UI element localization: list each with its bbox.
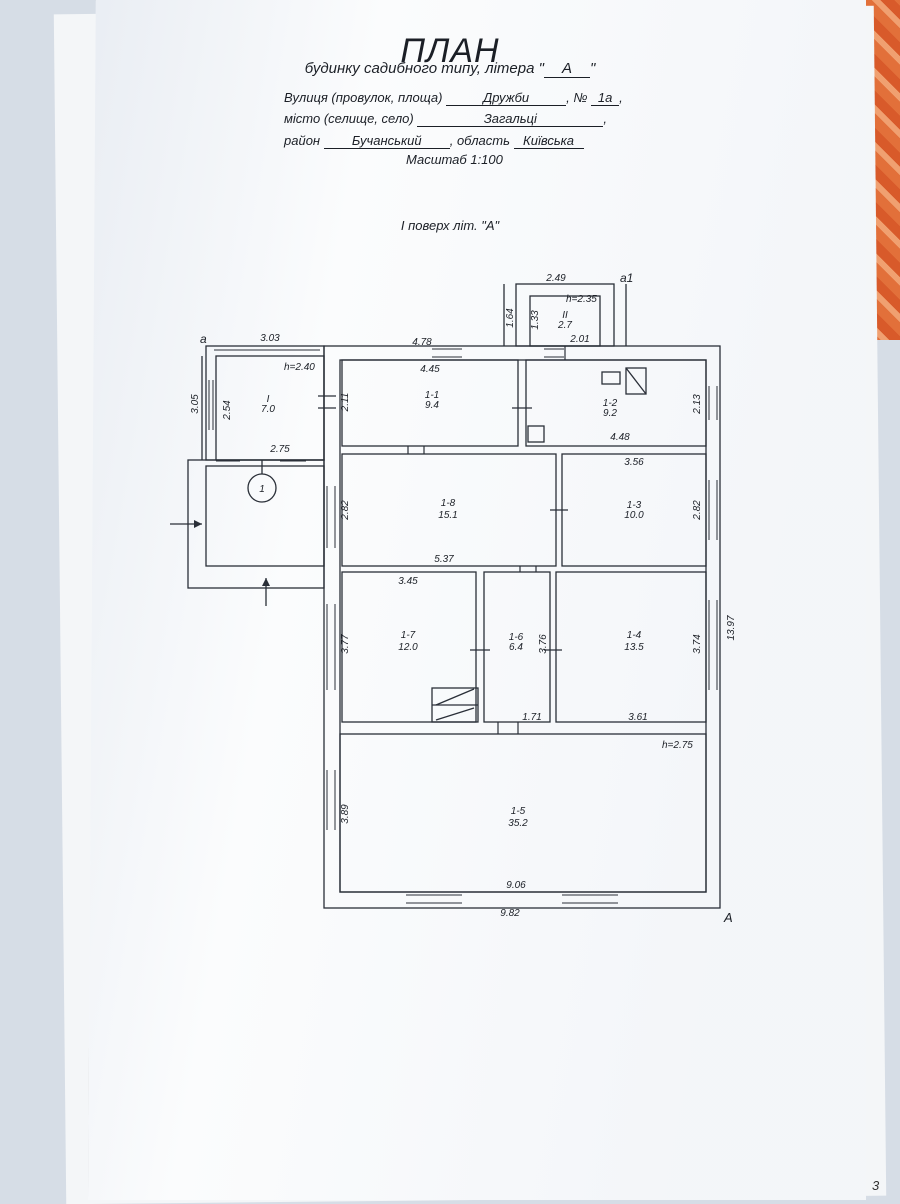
street-label: Вулиця (провулок, площа): [284, 90, 443, 105]
dim-2-13: 2.13: [692, 394, 703, 415]
region-label: область: [456, 133, 510, 148]
room-1-5-id: 1-5: [511, 806, 526, 817]
city-line: місто (селище, село) Загальці,: [284, 111, 607, 127]
room-1-7-id: 1-7: [401, 630, 416, 641]
dim-3-77: 3.77: [340, 634, 351, 654]
number-label: №: [573, 90, 588, 105]
dim-3-56: 3.56: [624, 457, 644, 468]
room-1-5-area: 35.2: [508, 818, 528, 829]
height-annex: h=2.35: [566, 294, 597, 305]
subtitle-suffix: ": [589, 60, 596, 77]
number-value: 1а: [591, 90, 620, 106]
scale-label: Масштаб 1:100: [406, 152, 503, 167]
room-1-6-id: 1-6: [509, 632, 524, 643]
dim-9-06: 9.06: [506, 880, 526, 891]
dim-3-76: 3.76: [538, 634, 549, 654]
district-line: район Бучанський, область Київська: [284, 133, 584, 149]
dim-3-03: 3.03: [260, 333, 280, 344]
dim-3-61: 3.61: [628, 712, 647, 723]
dim-3-89: 3.89: [340, 804, 351, 824]
room-1-2-area: 9.2: [603, 408, 617, 419]
room-II-area: 2.7: [557, 320, 572, 331]
dim-4-45: 4.45: [420, 364, 440, 375]
dim-2-82-left: 2.82: [340, 500, 351, 521]
room-II-id: II: [562, 310, 568, 321]
room-1-7-area: 12.0: [398, 642, 418, 653]
circle-label: 1: [259, 484, 265, 495]
room-1-8-area: 15.1: [438, 510, 457, 521]
dim-2-49: 2.49: [545, 273, 566, 284]
dim-2-75: 2.75: [269, 444, 290, 455]
height-veranda: h=2.40: [284, 362, 315, 373]
litera-value: А: [543, 60, 590, 78]
room-I-id: I: [267, 394, 270, 405]
room-1-1-id: 1-1: [425, 390, 439, 401]
marker-a: а: [200, 332, 207, 346]
district-label: район: [284, 133, 321, 148]
room-1-3-area: 10.0: [624, 510, 644, 521]
dim-4-48: 4.48: [610, 432, 630, 443]
page-title: ПЛАН: [400, 32, 500, 70]
room-1-4-area: 13.5: [624, 642, 644, 653]
dim-3-05: 3.05: [190, 394, 201, 414]
region-value: Київська: [513, 133, 584, 149]
room-1-3-id: 1-3: [627, 500, 642, 511]
dim-1-33: 1.33: [530, 310, 541, 330]
dim-5-37: 5.37: [434, 554, 454, 565]
room-1-8-id: 1-8: [441, 498, 456, 509]
dim-1-64: 1.64: [505, 308, 516, 328]
city-value: Загальці: [417, 111, 604, 127]
dim-2-54: 2.54: [222, 400, 233, 421]
subtitle-prefix: будинку садибного типу, літера ": [304, 60, 544, 77]
street-line: Вулиця (провулок, площа) Дружби, № 1а,: [284, 90, 623, 106]
dim-2-01: 2.01: [569, 334, 589, 345]
height-main: h=2.75: [662, 740, 693, 751]
room-1-2-id: 1-2: [603, 398, 618, 409]
city-label: місто (селище, село): [284, 111, 414, 126]
floor-label: І поверх літ. "А": [400, 218, 500, 233]
dim-13-97: 13.97: [726, 615, 737, 640]
room-1-1-area: 9.4: [425, 400, 439, 411]
page-number: 3: [872, 1178, 880, 1193]
street-value: Дружби: [446, 90, 567, 106]
marker-a1: а1: [620, 271, 633, 285]
room-I-area: 7.0: [261, 404, 275, 415]
document-page: [88, 0, 866, 1200]
dim-2-11: 2.11: [340, 393, 351, 413]
dim-1-71: 1.71: [522, 712, 541, 723]
district-value: Бучанський: [323, 133, 450, 149]
dim-3-45: 3.45: [398, 576, 418, 587]
room-1-4-id: 1-4: [627, 630, 642, 641]
room-1-6-area: 6.4: [509, 642, 523, 653]
subtitle: будинку садибного типу, літера "А": [0, 60, 900, 78]
dim-3-74: 3.74: [692, 634, 703, 654]
dim-9-82: 9.82: [500, 908, 520, 919]
dim-2-82-right: 2.82: [692, 500, 703, 521]
marker-A: А: [723, 910, 733, 925]
dim-4-78: 4.78: [412, 337, 432, 348]
